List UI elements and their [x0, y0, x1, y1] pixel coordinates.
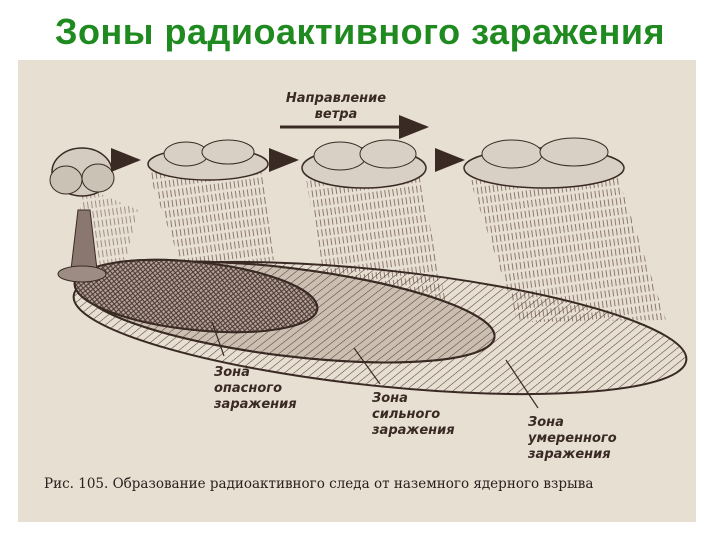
zone-dangerous-area — [73, 258, 319, 334]
zone-strong-label-2: сильного — [372, 407, 440, 422]
zone-strong-label-3: заражения — [371, 423, 455, 438]
wind-label-line-2: ветра — [315, 107, 358, 122]
cloud-2-icon — [301, 139, 427, 189]
zone-moderate-label-2: умеренного — [528, 431, 617, 446]
zone-dangerous-label-3: заражения — [213, 397, 297, 412]
figure-panel: Направление ветра — [18, 60, 696, 522]
zone-moderate-label-1: Зона — [528, 415, 564, 430]
figure-caption: Рис. 105. Образование радиоактивного сле… — [44, 476, 593, 492]
slide-title: Зоны радиоактивного заражения — [54, 11, 666, 52]
wind-label-line-1: Направление — [286, 91, 386, 106]
cloud-3-icon — [463, 137, 625, 189]
cloud-1-icon — [147, 139, 269, 181]
zone-strong-label-1: Зона — [372, 391, 408, 406]
mushroom-cloud-icon — [49, 147, 115, 283]
leader-lines — [211, 321, 539, 409]
zone-dangerous-label-2: опасного — [214, 381, 282, 396]
zone-moderate-label-3: заражения — [527, 447, 611, 462]
radioactive-trail-diagram: Направление ветра — [18, 60, 696, 522]
zone-dangerous-label-1: Зона — [214, 365, 250, 380]
